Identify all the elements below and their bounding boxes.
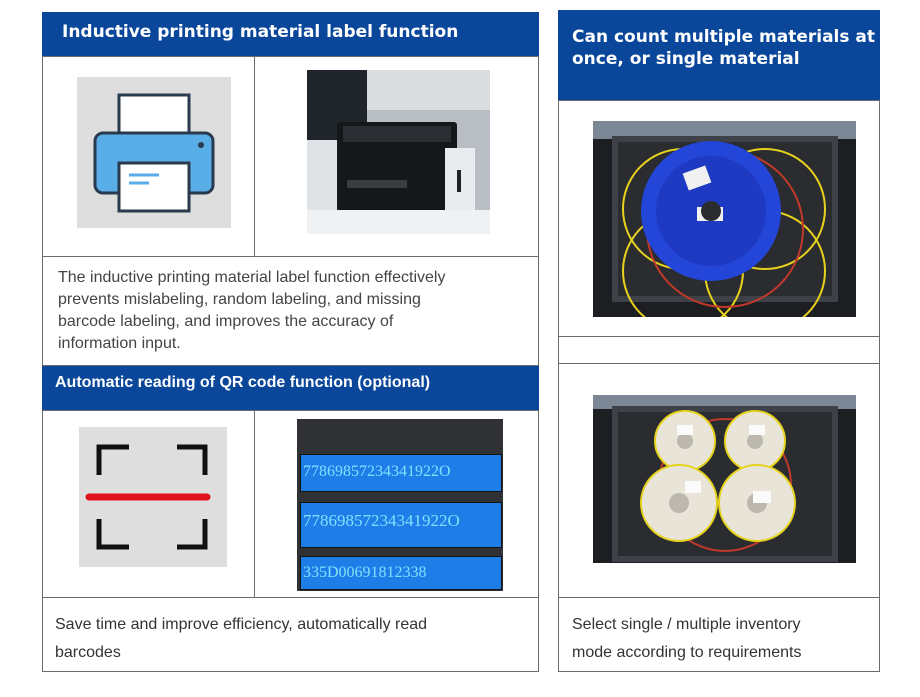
counting-caption: Select single / multiple inventory mode … xyxy=(572,611,801,667)
single-reel-photo xyxy=(593,121,856,317)
printer-icon-cell xyxy=(42,56,255,257)
description-line: barcodes xyxy=(55,644,121,661)
spacer-cell xyxy=(558,336,880,364)
section-title-line: Can count multiple materials at xyxy=(572,27,876,47)
multi-reel-cell xyxy=(558,363,880,598)
barcode-value: 77869857234341922O xyxy=(303,511,460,530)
section-title-printing: Inductive printing material label functi… xyxy=(62,22,459,42)
description-line: prevents mislabeling, random labeling, a… xyxy=(58,291,421,308)
caption-line: mode according to requirements xyxy=(572,644,802,661)
section-title-line: once, or single material xyxy=(572,49,800,69)
printing-description: The inductive printing material label fu… xyxy=(58,267,445,355)
description-line: barcode labeling, and improves the accur… xyxy=(58,313,394,330)
scan-icon-cell xyxy=(42,410,255,598)
label-printer-photo xyxy=(307,70,490,234)
barcode-readout-screen: 77869857234341922O 77869857234341922O 33… xyxy=(297,419,503,591)
qr-description: Save time and improve efficiency, automa… xyxy=(55,611,427,667)
barcode-value: 335D00691812338 xyxy=(303,564,427,581)
barcode-value: 77869857234341922O xyxy=(303,463,451,480)
qr-description-cell: Save time and improve efficiency, automa… xyxy=(42,597,539,672)
multi-reel-photo xyxy=(593,395,856,563)
description-line: information input. xyxy=(58,335,181,352)
barcode-screen-cell: 77869857234341922O 77869857234341922O 33… xyxy=(254,410,539,598)
caption-line: Select single / multiple inventory xyxy=(572,616,801,633)
single-reel-cell xyxy=(558,100,880,337)
section-header-counting: Can count multiple materials at once, or… xyxy=(558,10,880,100)
printing-description-cell: The inductive printing material label fu… xyxy=(42,256,539,366)
scan-icon xyxy=(79,427,227,567)
section-header-qr: Automatic reading of QR code function (o… xyxy=(42,366,539,410)
section-header-printing: Inductive printing material label functi… xyxy=(42,12,539,56)
section-title-qr: Automatic reading of QR code function (o… xyxy=(55,374,431,391)
description-line: Save time and improve efficiency, automa… xyxy=(55,616,428,633)
counting-caption-cell: Select single / multiple inventory mode … xyxy=(558,597,880,672)
printer-icon xyxy=(77,77,231,228)
printer-photo-cell xyxy=(254,56,539,257)
description-line: The inductive printing material label fu… xyxy=(58,269,446,286)
